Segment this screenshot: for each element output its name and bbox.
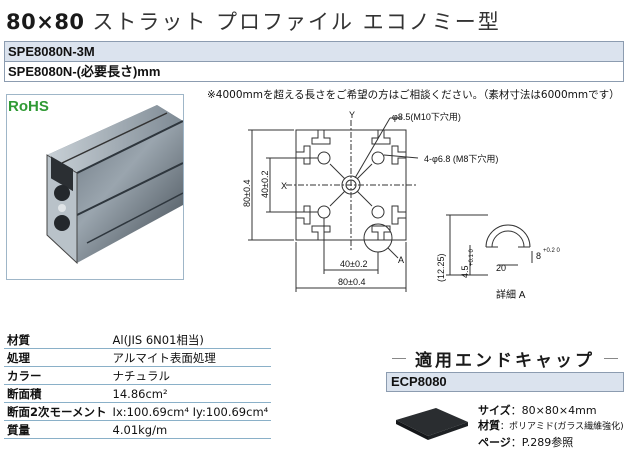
dim-height-outer: 80±0.4	[242, 179, 252, 207]
spec-key: カラー	[4, 366, 110, 385]
page-value: ：P.289参照	[510, 436, 574, 449]
title-sub: ストラット プロファイル エコノミー型	[92, 10, 501, 34]
product-photo	[6, 94, 184, 280]
page-title: 80×80 ストラット プロファイル エコノミー型	[6, 6, 501, 36]
detail-dim-4-5-tol: +0.1 0	[469, 249, 475, 266]
dim-height-inner: 40±0.2	[260, 170, 270, 198]
end-cap-title: 適用エンドキャップ	[386, 346, 624, 371]
product-code-row-2: SPE8080N-(必要長さ)mm	[4, 61, 624, 82]
cross-section-drawing	[248, 117, 419, 292]
dim-width-inner: 40±0.2	[340, 259, 368, 269]
detail-dim-20: 20	[496, 263, 507, 273]
spec-value: アルマイト表面処理	[109, 348, 272, 367]
spec-value: 4.01kg/m	[109, 420, 272, 439]
detail-a-drawing	[446, 214, 533, 276]
end-cap-image	[396, 408, 468, 440]
spec-value: 14.86cm²	[109, 384, 272, 403]
detail-dim-8: 8	[536, 251, 542, 261]
spec-row: 処理アルマイト表面処理	[4, 348, 272, 367]
hole-label-m8: 4-φ6.8 (M8下穴用)	[424, 154, 499, 164]
detail-caption: 詳細 A	[496, 290, 526, 301]
y-axis-label: Y	[349, 110, 356, 120]
material-label: 材質	[478, 419, 500, 432]
spec-value: Ix:100.69cm⁴ Iy:100.69cm⁴	[109, 402, 272, 421]
size-value: ：80×80×4mm	[510, 404, 597, 417]
spec-key: 材質	[4, 331, 110, 349]
x-axis-label: X	[281, 181, 288, 191]
spec-value: Al(JIS 6N01相当)	[109, 331, 272, 349]
spec-value: ナチュラル	[109, 366, 272, 385]
rohs-badge: RoHS	[8, 98, 49, 115]
spec-key: 断面積	[4, 384, 110, 403]
spec-row: カラーナチュラル	[4, 366, 272, 385]
extrusion-image	[46, 105, 184, 265]
detail-dim-12-25: (12.25)	[436, 253, 446, 282]
spec-key: 断面2次モーメント	[4, 402, 110, 421]
product-code-row-1: SPE8080N-3M	[4, 41, 624, 62]
hole-label-m10: φ8.5(M10下穴用)	[392, 112, 461, 122]
detail-dim-8-tol: +0.2 0	[543, 248, 560, 254]
end-cap-info: サイズ：80×80×4mm 材質：ポリアミド(ガラス繊維強化) ページ：P.28…	[478, 403, 624, 450]
spec-key: 処理	[4, 348, 110, 367]
detail-marker: A	[398, 255, 405, 265]
end-cap-code: ECP8080	[386, 372, 624, 392]
length-notice: ※4000mmを超える長さをご希望の方はご相談ください。（素材寸法は6000mm…	[207, 89, 620, 101]
title-main: 80×80	[6, 10, 85, 34]
material-value: ：ポリアミド(ガラス繊維強化)	[500, 422, 624, 432]
spec-key: 質量	[4, 420, 110, 439]
detail-dim-4-5: 4.5	[460, 265, 470, 278]
size-label: サイズ	[478, 404, 511, 417]
page-label: ページ	[478, 436, 511, 449]
dim-width-outer: 80±0.4	[338, 277, 366, 287]
